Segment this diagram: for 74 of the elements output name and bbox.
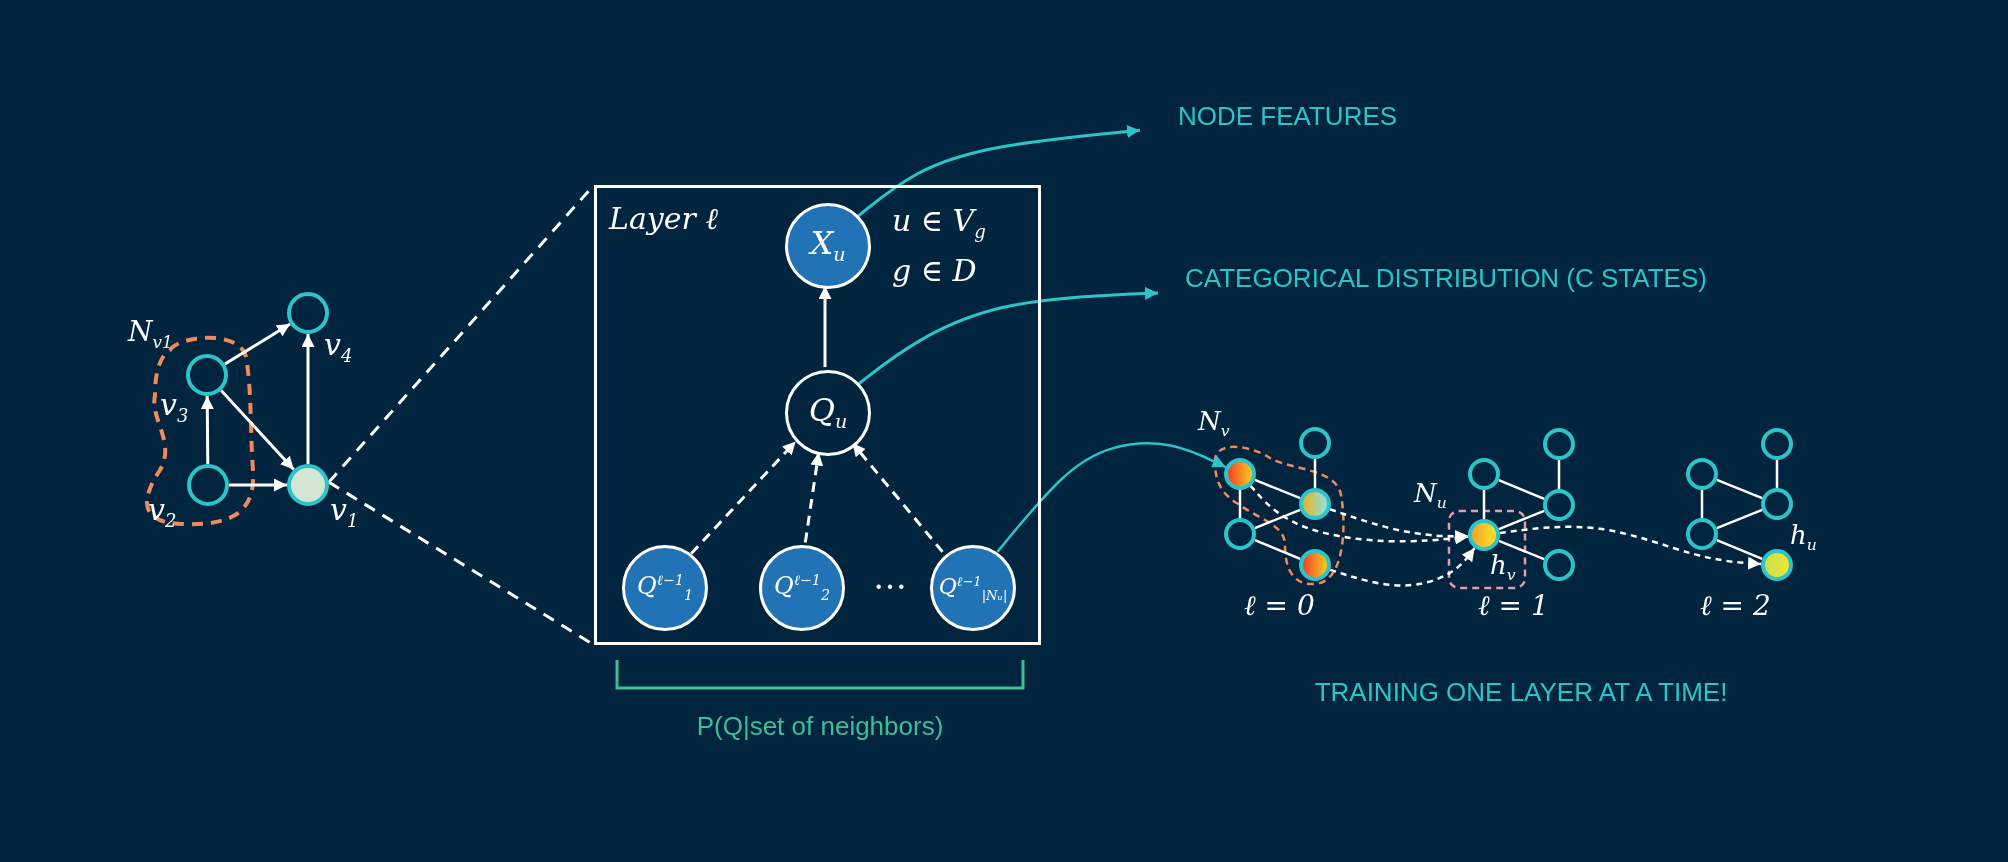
layer-index-label: ℓ = 2 bbox=[1700, 592, 1771, 620]
layer-title: Layer ℓ bbox=[609, 204, 718, 234]
neighborhood-label: N$_{v1}$ bbox=[128, 318, 173, 351]
bracket-label: P(Q|set of neighbors) bbox=[695, 710, 945, 743]
annotation-label: CATEGORICAL DISTRIBUTION (C STATES) bbox=[1158, 258, 1818, 298]
graph-node bbox=[1543, 428, 1575, 460]
connector-line bbox=[1716, 508, 1763, 530]
math-label: Q$_{u}$ bbox=[808, 394, 848, 432]
graph-node bbox=[1761, 549, 1793, 581]
connector-line bbox=[1482, 490, 1486, 519]
arrow bbox=[229, 478, 287, 492]
node-label: h$_{u}$ bbox=[1790, 522, 1817, 554]
connector-line bbox=[1716, 478, 1763, 500]
connector-line bbox=[1254, 538, 1301, 561]
neighborhood-label: N$_{v}$ bbox=[1198, 408, 1230, 440]
graph-node bbox=[1299, 427, 1331, 459]
math-label: g ∈ D bbox=[892, 256, 977, 286]
graph-node bbox=[187, 464, 229, 506]
graph-node bbox=[1543, 489, 1575, 521]
ellipsis: … bbox=[873, 560, 907, 594]
arrow bbox=[818, 286, 832, 367]
graph-node bbox=[1761, 488, 1793, 520]
connector-line bbox=[1498, 478, 1545, 501]
arrow bbox=[690, 440, 797, 555]
graph-node bbox=[1299, 488, 1331, 520]
variable-node bbox=[785, 370, 871, 456]
arrow bbox=[200, 396, 214, 464]
connector-line bbox=[1498, 539, 1545, 561]
arrow bbox=[858, 286, 1159, 385]
connector-line bbox=[1254, 508, 1301, 530]
graph-node bbox=[1468, 458, 1500, 490]
node-label: v$_{4}$ bbox=[324, 330, 353, 365]
connector-line bbox=[1716, 538, 1763, 561]
annotation-label: NODE FEATURES bbox=[1140, 96, 1430, 136]
layer-index-label: ℓ = 1 bbox=[1478, 592, 1549, 620]
math-label: u ∈ V$_{g}$ bbox=[892, 206, 986, 241]
layer-index-label: ℓ = 0 bbox=[1244, 592, 1315, 620]
graph-node bbox=[287, 292, 329, 334]
arrow bbox=[220, 389, 295, 471]
graph-node bbox=[1686, 458, 1718, 490]
arrow bbox=[851, 442, 944, 553]
connector-line bbox=[1313, 459, 1317, 488]
caption-text: TRAINING ONE LAYER AT A TIME! bbox=[1313, 676, 1729, 709]
graph-node bbox=[186, 354, 228, 396]
arrow bbox=[1499, 525, 1762, 570]
graph-node bbox=[1224, 518, 1256, 550]
connector-line bbox=[1254, 478, 1301, 500]
math-label: X$_{u}$ bbox=[810, 227, 846, 265]
arrow bbox=[301, 334, 315, 464]
graph-node bbox=[1543, 549, 1575, 581]
node-label: h$_{v}$ bbox=[1490, 552, 1516, 584]
node-label: v$_{1}$ bbox=[330, 495, 359, 530]
neighborhood-label: N$_{u}$ bbox=[1414, 480, 1447, 512]
arrow bbox=[803, 452, 824, 543]
connector-line bbox=[1498, 509, 1545, 531]
layer-box bbox=[594, 185, 1041, 645]
graph-node bbox=[287, 464, 329, 506]
connector-line bbox=[1775, 460, 1779, 488]
graph-node bbox=[1468, 519, 1500, 551]
graph-node bbox=[1686, 518, 1718, 550]
arrow bbox=[857, 125, 1141, 218]
connector-line bbox=[1700, 490, 1704, 518]
connector-line bbox=[1557, 460, 1561, 489]
arrow bbox=[996, 442, 1227, 553]
graph-node bbox=[1299, 549, 1331, 581]
arrow bbox=[1329, 547, 1476, 587]
graph-node bbox=[1761, 428, 1793, 460]
arrow bbox=[1329, 508, 1469, 543]
graph-node bbox=[1224, 458, 1256, 490]
arrow bbox=[224, 322, 291, 366]
arrow bbox=[1249, 485, 1469, 545]
node-label: v$_{3}$ bbox=[160, 390, 189, 425]
node-label: v$_{2}$ bbox=[148, 495, 177, 530]
connector-line bbox=[1238, 490, 1242, 518]
